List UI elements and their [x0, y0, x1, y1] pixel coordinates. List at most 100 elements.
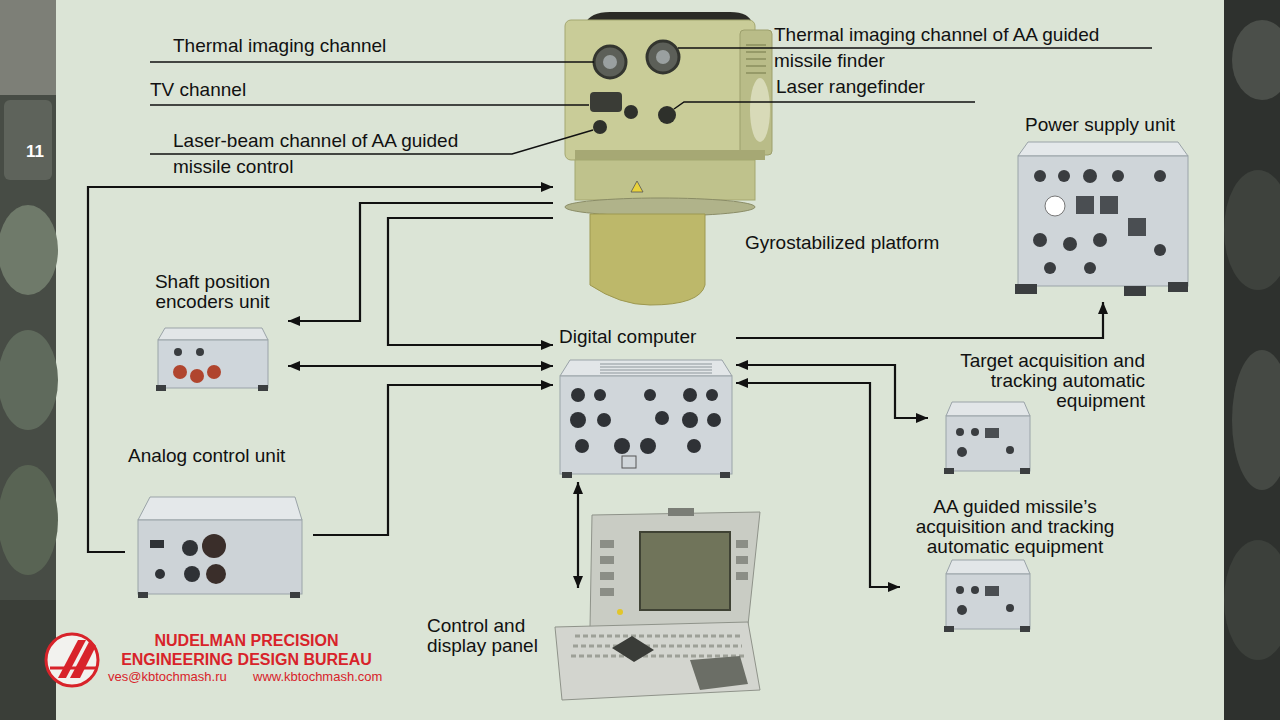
- control-panel-illustration: [555, 622, 760, 700]
- control-panel-illustration: [555, 508, 760, 700]
- control-panel-illustration: [736, 572, 748, 580]
- analog-unit-illustration: [184, 566, 200, 582]
- company-logo: [70, 640, 96, 678]
- photo-strip: [1224, 170, 1280, 290]
- connector-arrow: [288, 365, 553, 367]
- unit-label: Gyrostabilized platform: [745, 233, 967, 253]
- photo-strip: [1224, 540, 1280, 660]
- company-name: NUDELMAN PRECISION ENGINEERING DESIGN BU…: [108, 631, 385, 669]
- power-supply-illustration: [1045, 196, 1065, 216]
- analog-control-unit: Analog control unit: [125, 444, 313, 600]
- company-logo: [46, 634, 98, 686]
- tracking-unit-illustration: [956, 428, 964, 436]
- power-supply-illustration: [1015, 284, 1037, 294]
- missile-tracking-illustration: [944, 560, 1030, 632]
- control-panel-illustration: [600, 540, 614, 548]
- missile-tracking-illustration: [1020, 626, 1030, 632]
- control-panel-illustration: [590, 512, 760, 628]
- tracking-unit-illustration: [944, 468, 954, 474]
- turret-illustration: [656, 50, 670, 64]
- power-supply-illustration: [1076, 196, 1094, 214]
- encoder-unit: Shaft position encoders unit: [140, 270, 288, 395]
- missile-tracking-illustration: [946, 560, 1030, 574]
- control-panel-illustration: [600, 556, 614, 564]
- callout-label: Laser rangefinder: [776, 77, 976, 97]
- computer-illustration: [575, 439, 589, 453]
- tracking-unit: Target acquisition and tracking automati…: [928, 350, 1148, 478]
- computer-illustration: [687, 439, 701, 453]
- encoder-illustration: [196, 348, 204, 356]
- computer-illustration: [560, 376, 732, 474]
- photo-strip: [0, 0, 56, 95]
- unit-label: Shaft position encoders unit: [140, 272, 285, 312]
- connector-arrow: [313, 385, 553, 535]
- turret-illustration: [590, 92, 622, 112]
- computer-illustration: [682, 412, 698, 428]
- tracking-unit-illustration: [1020, 468, 1030, 474]
- callout-label: Laser-beam channel of AA guided missile …: [173, 128, 508, 180]
- power-supply-illustration: [1128, 218, 1146, 236]
- company-logo: [46, 634, 98, 686]
- encoder-illustration: [190, 369, 204, 383]
- control-panel-illustration: [571, 636, 744, 656]
- power-supply-illustration: [1154, 244, 1166, 256]
- photo-strip: [0, 0, 58, 720]
- turret-illustration: [624, 105, 638, 119]
- connector-arrow: [577, 482, 579, 588]
- turret-illustration: [658, 106, 676, 124]
- tracking-unit-illustration: [944, 402, 1030, 474]
- power-supply-illustration: [1124, 286, 1146, 296]
- computer-illustration: [571, 388, 585, 402]
- missile-tracking-illustration: [985, 586, 999, 596]
- turret-illustration: [590, 214, 705, 305]
- turret-illustration: [750, 78, 770, 142]
- connector-arrow: [88, 187, 553, 552]
- analog-unit-illustration: [150, 540, 164, 548]
- callout-label: Thermal imaging channel of AA guided mis…: [774, 22, 1154, 74]
- power-supply-illustration: [1015, 142, 1188, 296]
- photo-strip: [1224, 0, 1280, 720]
- unit-label: AA guided missile’s acquisition and trac…: [900, 497, 1130, 557]
- unit-label: Control and display panel: [427, 616, 559, 656]
- power-supply-illustration: [1168, 282, 1188, 292]
- control-panel: Control and display panel: [425, 588, 762, 702]
- unit-label: Target acquisition and tracking automati…: [928, 351, 1145, 411]
- photo-strip: [4, 100, 52, 180]
- analog-unit-illustration: [182, 540, 198, 556]
- encoder-illustration: [174, 348, 182, 356]
- photo-strip: [1232, 350, 1280, 490]
- control-panel-illustration: [668, 508, 694, 516]
- missile-tracking-illustration: [971, 586, 979, 594]
- analog-unit-illustration: [138, 497, 302, 520]
- computer-illustration: [562, 472, 572, 478]
- control-panel-illustration: [600, 572, 614, 580]
- power-supply-unit: Power supply unit: [1005, 112, 1198, 302]
- computer-illustration: [720, 472, 730, 478]
- photo-strip: [0, 465, 58, 575]
- computer-illustration: [655, 411, 669, 425]
- unit-label: Digital computer: [559, 327, 733, 347]
- connector-arrow: [388, 218, 553, 345]
- turret-illustration: [631, 181, 643, 192]
- control-panel-illustration: [617, 609, 623, 615]
- missile-tracking-unit: AA guided missile’s acquisition and trac…: [900, 496, 1133, 637]
- computer-illustration: [560, 360, 732, 478]
- contact-email: ves@kbtochmash.ru: [108, 669, 248, 684]
- power-supply-illustration: [1044, 262, 1056, 274]
- power-supply-illustration: [1083, 169, 1097, 183]
- leader-line: [674, 102, 975, 109]
- turret-illustration: [746, 45, 766, 73]
- encoder-illustration: [156, 328, 268, 391]
- computer-illustration: [706, 389, 718, 401]
- analog-unit-illustration: [138, 520, 302, 594]
- computer-illustration: [644, 389, 656, 401]
- encoder-illustration: [158, 328, 268, 340]
- callout-label: Thermal imaging channel: [173, 36, 438, 56]
- tracking-unit-illustration: [971, 428, 979, 436]
- power-supply-illustration: [1112, 170, 1124, 182]
- tracking-unit-illustration: [957, 447, 967, 457]
- power-supply-illustration: [1033, 233, 1047, 247]
- website: www.kbtochmash.com: [253, 669, 393, 684]
